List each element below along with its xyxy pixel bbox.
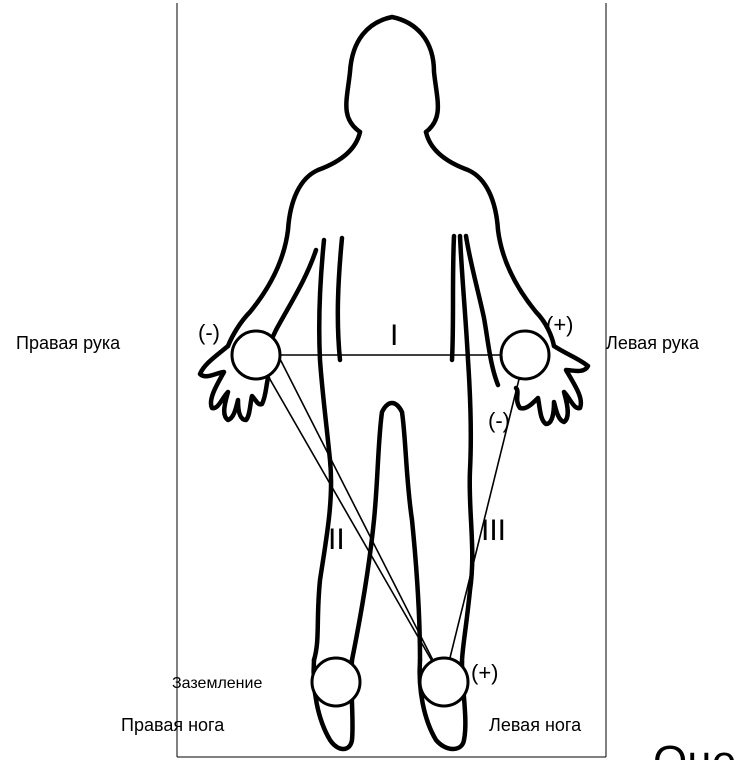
left-leg-label: Левая нога xyxy=(489,715,582,735)
right-arm-electrode xyxy=(232,331,280,379)
lead-III-label: III xyxy=(481,514,506,547)
left-leg-outline xyxy=(460,236,472,662)
left-leg-inner-outline xyxy=(452,236,454,360)
left-arm-polarity: (+) xyxy=(546,312,574,337)
left-arm-polarity-lead3: (-) xyxy=(488,408,510,433)
right-leg-outline xyxy=(314,240,331,660)
ground-label: Заземление xyxy=(172,675,262,692)
left-arm-inner-outline xyxy=(466,236,498,385)
left-leg-polarity: (+) xyxy=(471,660,499,685)
human-body-outline xyxy=(200,17,588,749)
lead-II-line xyxy=(256,355,444,682)
right-arm-polarity: (-) xyxy=(198,320,220,345)
right-arm-label: Правая рука xyxy=(16,333,121,353)
left-arm-label: Левая рука xyxy=(606,333,700,353)
lead-II-label: II xyxy=(328,523,345,556)
head-outline xyxy=(346,17,438,132)
cutoff-text: Оце xyxy=(653,737,736,760)
left-arm-outline xyxy=(426,132,554,346)
lead-I-label: I xyxy=(390,319,398,352)
left-leg-electrode xyxy=(420,658,468,706)
right-leg-inner-outline xyxy=(338,238,342,360)
ground-to-left-leg-line xyxy=(278,355,444,682)
right-leg-electrode xyxy=(312,658,360,706)
labels: Правая рука Левая рука Правая нога Левая… xyxy=(16,312,736,760)
figure-frame xyxy=(177,3,606,757)
left-arm-electrode xyxy=(501,331,549,379)
right-leg-label: Правая нога xyxy=(121,715,225,735)
